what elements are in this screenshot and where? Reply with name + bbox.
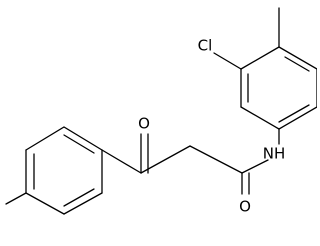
chain-bond-1 bbox=[189, 145, 243, 174]
chain-bond-2 bbox=[140, 145, 191, 174]
ring-a-bond-4 bbox=[240, 106, 280, 130]
ring-a-inner-bond-1 bbox=[284, 56, 310, 72]
ring-b-methyl-bond bbox=[5, 192, 27, 205]
ring-a-bond-6 bbox=[240, 46, 280, 70]
ring-b-inner-bond-1 bbox=[63, 134, 95, 154]
amide-nitrogen-label: NH bbox=[263, 145, 286, 163]
amide-oxygen-label: O bbox=[239, 198, 251, 216]
ring-a-inner-bond-2 bbox=[278, 104, 310, 123]
nitrogen-carbonyl-bond bbox=[241, 159, 269, 174]
chlorine-label: Cl bbox=[198, 37, 213, 55]
ring-b-bond-1 bbox=[63, 126, 103, 151]
chlorine-bond bbox=[213, 52, 242, 70]
chloro-methyl-phenyl-ring bbox=[240, 46, 317, 130]
ring-b-bond-2 bbox=[25, 126, 65, 151]
ring-a-bond-1 bbox=[278, 46, 317, 70]
chain-bond-3 bbox=[101, 149, 142, 174]
ring-b-inner-bond-3 bbox=[63, 188, 95, 207]
ring-b-bond-5 bbox=[63, 192, 103, 215]
ketone-oxygen-label: O bbox=[138, 115, 150, 133]
ring-b-bond-4 bbox=[25, 192, 65, 215]
methyl-phenyl-ring bbox=[25, 126, 103, 215]
ring-a-bond-3 bbox=[278, 106, 317, 130]
